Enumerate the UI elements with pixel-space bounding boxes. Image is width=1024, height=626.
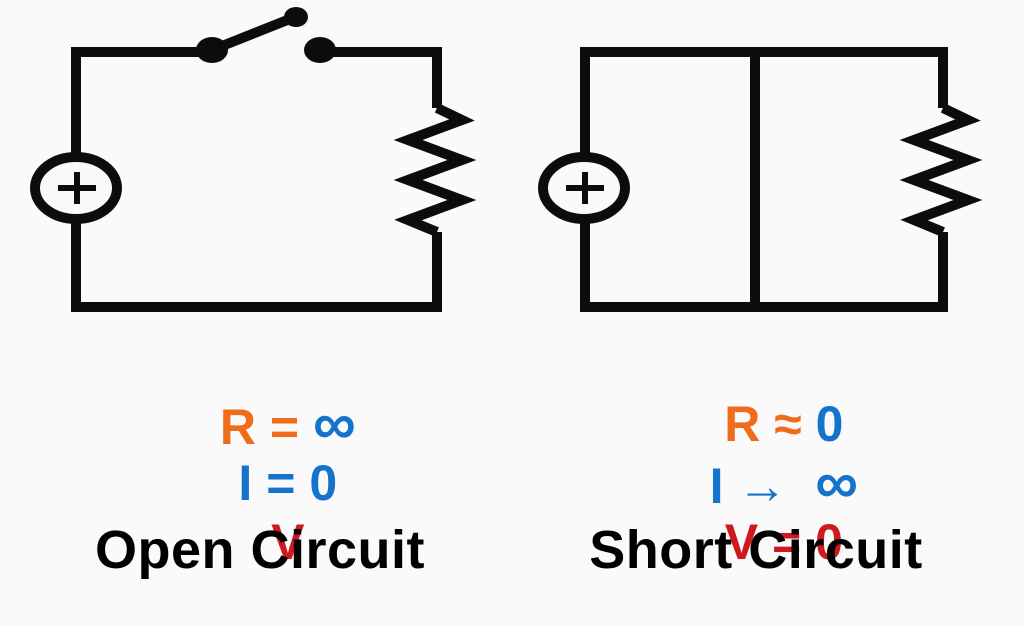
short-i-value: ∞ [815,449,858,516]
voltage-source-icon-left [30,152,122,224]
wire-bottom [71,222,442,312]
wire-top-left [71,47,212,163]
short-v-var: V [724,514,759,570]
short-r-value: 0 [815,396,844,452]
wire-bottom-right [580,222,948,312]
short-resistance-equation: R ≈ 0 [536,340,976,508]
open-r-var: R [219,399,256,455]
open-v-var: V [271,514,305,570]
short-i-var: I [709,458,724,514]
open-i-value: 0 [309,455,338,511]
short-r-op: ≈ [774,396,802,452]
open-r-op: = [269,399,300,455]
short-current-equation: I → ∞ [536,399,976,570]
open-i-var: I [238,455,253,511]
short-v-op: = [771,514,802,570]
short-r-var: R [724,396,761,452]
resistor-icon [393,103,477,237]
open-resistance-equation: R = ∞ [40,340,480,511]
open-voltage-equation: V [40,458,480,626]
open-current-equation: I = 0 [40,399,480,567]
short-v-value: 0 [815,514,843,570]
short-i-op: → [737,458,788,514]
wire-loop [580,47,948,163]
resistor-icon-right [899,103,983,237]
open-r-value: ∞ [312,390,356,457]
open-circuit-labels: R = ∞ I = 0 V Open Circuit [40,0,480,590]
open-switch-icon [196,7,336,63]
short-voltage-equation: V = 0 [536,458,976,626]
wire-top-right [320,47,442,108]
open-i-op: = [266,455,296,511]
short-circuit-labels: R ≈ 0 I → ∞ V = 0 Short Circuit [536,0,976,590]
short-circuit-diagram [580,47,983,312]
open-circuit-diagram [71,12,477,312]
open-circuit-title: Open Circuit [94,520,426,580]
circuit-diagrams [30,7,983,312]
short-circuit-title: Short Circuit [589,520,923,580]
voltage-source-icon-right [538,152,630,224]
